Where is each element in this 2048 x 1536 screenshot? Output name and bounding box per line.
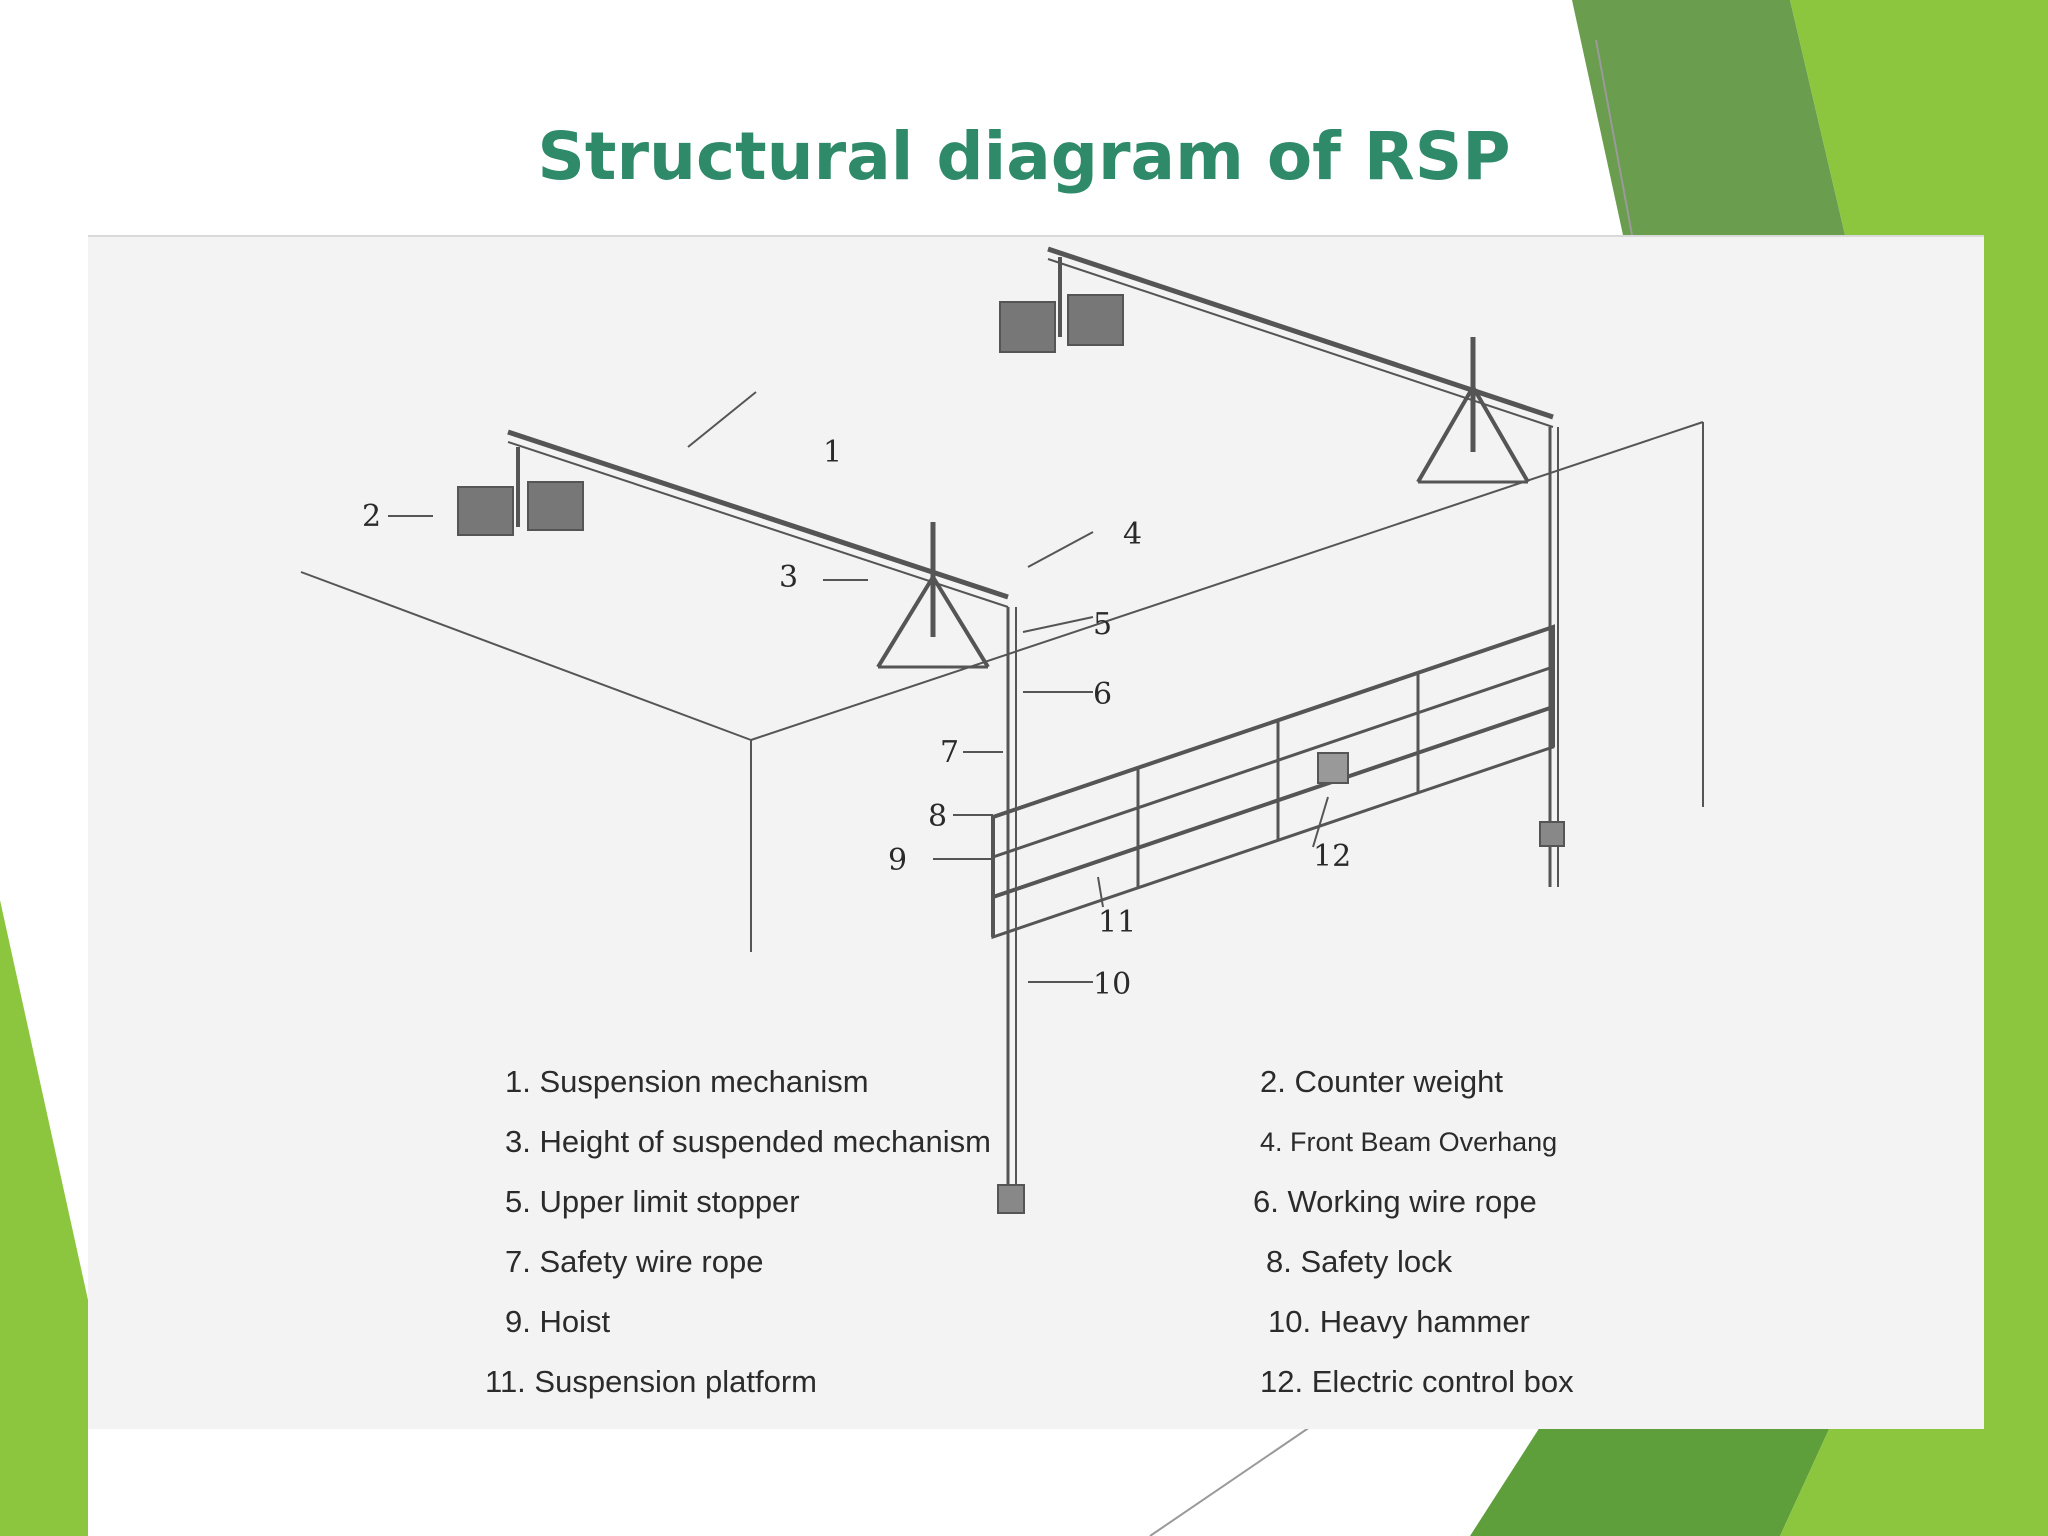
callout-5: 5 xyxy=(1093,607,1113,642)
legend-item-12: 12. Electric control box xyxy=(1260,1364,1574,1399)
legend-item-1: 1. Suspension mechanism xyxy=(505,1064,869,1099)
legend-item-5: 5. Upper limit stopper xyxy=(505,1184,800,1219)
bottom-right-dark-green-shape xyxy=(1470,1427,1830,1536)
callout-9: 9 xyxy=(888,843,908,878)
left-edge-green-shape xyxy=(0,900,88,1536)
diagram-panel: 1 2 3 4 5 6 7 8 9 10 11 12 1. Suspension… xyxy=(88,235,1984,1429)
callout-2: 2 xyxy=(362,499,382,534)
callout-10: 10 xyxy=(1093,967,1132,1002)
callout-11: 11 xyxy=(1098,905,1137,940)
callout-7: 7 xyxy=(940,735,960,770)
slide-title: Structural diagram of RSP xyxy=(537,118,1511,195)
decor-thin-line-top xyxy=(1595,39,1633,236)
legend-item-7: 7. Safety wire rope xyxy=(505,1244,764,1279)
top-right-dark-green-shape xyxy=(1572,0,1845,235)
bottom-right-light-green-shape xyxy=(1780,1427,2048,1536)
callout-3: 3 xyxy=(779,560,799,595)
right-edge-green-strip xyxy=(1984,235,2048,1427)
callout-6: 6 xyxy=(1093,677,1113,712)
callout-4: 4 xyxy=(1123,517,1143,552)
rsp-structure-drawing xyxy=(300,246,1704,1214)
legend-item-9: 9. Hoist xyxy=(505,1304,611,1339)
legend-item-4: 4. Front Beam Overhang xyxy=(1260,1127,1558,1157)
top-right-light-green-shape xyxy=(1790,0,2048,235)
callout-1: 1 xyxy=(823,435,843,470)
legend-item-2: 2. Counter weight xyxy=(1260,1064,1503,1099)
legend-item-8: 8. Safety lock xyxy=(1266,1244,1453,1279)
legend-item-6: 6. Working wire rope xyxy=(1253,1184,1537,1219)
callout-12: 12 xyxy=(1313,839,1352,874)
callout-8: 8 xyxy=(928,799,948,834)
decor-thin-line-bottom xyxy=(1149,1426,1311,1536)
legend-item-3: 3. Height of suspended mechanism xyxy=(505,1124,991,1159)
legend-item-11: 11. Suspension platform xyxy=(485,1364,818,1399)
legend-item-10: 10. Heavy hammer xyxy=(1268,1304,1530,1339)
